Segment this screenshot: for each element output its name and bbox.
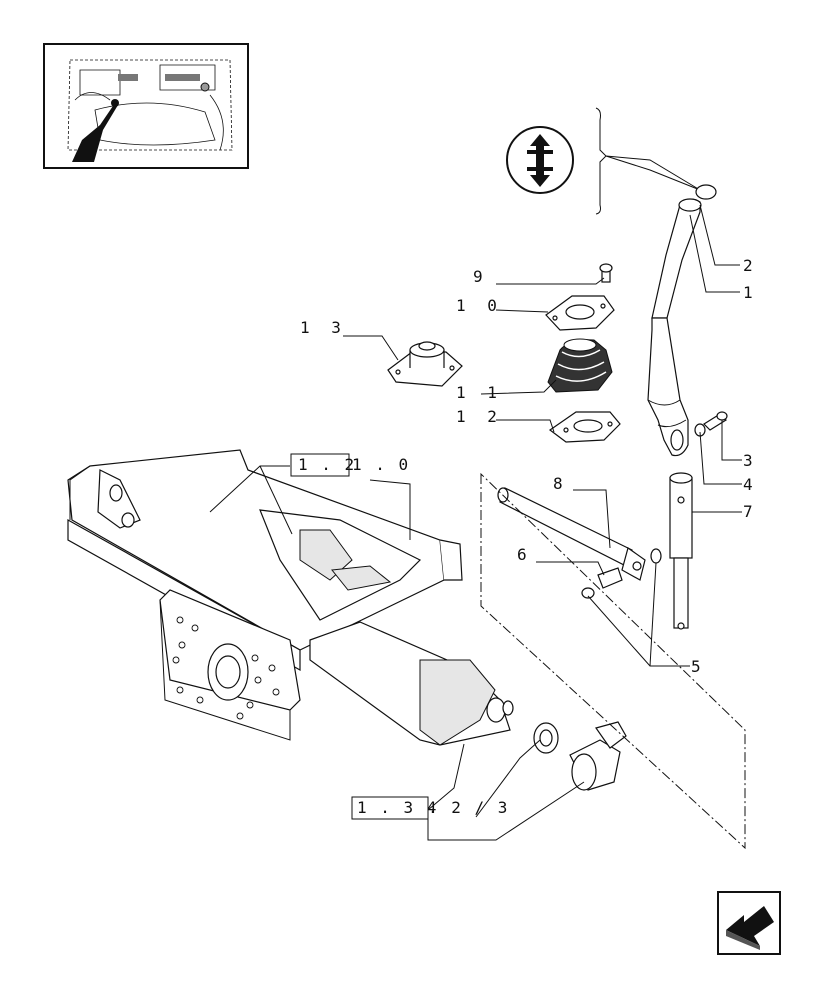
rod-assembly	[497, 487, 662, 599]
assembly-boundary	[480, 472, 746, 850]
callout-10: 1 0	[456, 296, 503, 315]
transmission-housing	[67, 449, 627, 791]
locator-thumbnail[interactable]	[43, 43, 249, 169]
callout-9: 9	[473, 267, 489, 286]
callout-8: 8	[553, 474, 569, 493]
callout-12: 1 2	[456, 407, 503, 426]
callout-labels: 2 1 3 4 7 5 6 8 9 1 0 1 1 1 2 1 3	[300, 256, 759, 676]
callout-13: 1 3	[300, 318, 347, 337]
callout-1: 1	[743, 283, 759, 302]
gear-lever-direction-symbol	[506, 107, 701, 215]
reference-1-34-2-3[interactable]: 1 . 3 4 . 2 / 3	[351, 796, 509, 820]
cover-and-boot-parts	[387, 263, 621, 443]
reference-suffix-text: . 2 / 3	[428, 798, 509, 817]
callout-7: 7	[743, 502, 759, 521]
callout-5: 5	[691, 657, 707, 676]
leader-lines	[209, 204, 742, 841]
callout-2: 2	[743, 256, 759, 275]
reference-box-text: 1 . 2	[298, 455, 356, 474]
reference-1-2-1-0[interactable]: 1 . 2 1 . 0	[290, 453, 410, 477]
callout-6: 6	[517, 545, 533, 564]
shaft	[669, 472, 693, 630]
callout-11: 1 1	[456, 383, 503, 402]
next-page-arrow-icon[interactable]	[717, 891, 781, 955]
reference-box-text: 1 . 3 4	[357, 798, 438, 817]
callout-3: 3	[743, 451, 759, 470]
reference-suffix-text: 1 . 0	[352, 455, 410, 474]
callout-4: 4	[743, 475, 759, 494]
gear-lever	[647, 184, 717, 457]
